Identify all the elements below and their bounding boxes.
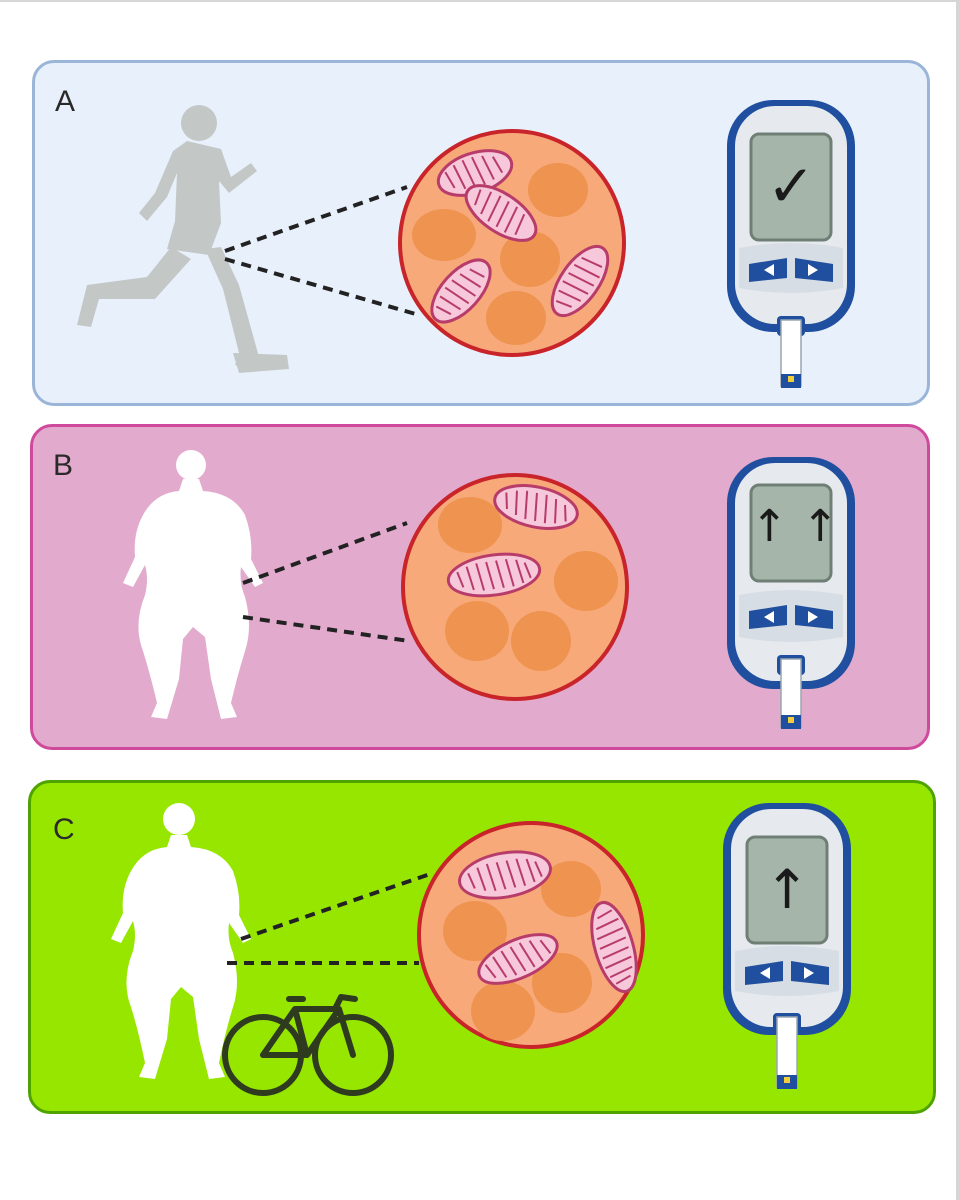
frame-right-line xyxy=(956,0,960,1200)
panel-b: B ↑ ↑ xyxy=(30,424,930,750)
muscle-cell-icon xyxy=(398,129,626,357)
panel-c: C xyxy=(28,780,936,1114)
obese-figure-icon xyxy=(111,803,251,1079)
glucometer-icon xyxy=(727,457,855,729)
meter-reading: ✓ xyxy=(766,152,816,220)
zoom-line-lower xyxy=(224,257,420,317)
muscle-cell-icon xyxy=(401,473,629,701)
panel-c-art xyxy=(111,803,851,1096)
panel-label: C xyxy=(53,813,75,846)
panel-label: A xyxy=(55,85,76,118)
panel-a-art xyxy=(77,100,855,388)
meter-reading: ↑ xyxy=(764,858,810,921)
panel-b-art xyxy=(123,450,855,729)
meter-reading: ↑ ↑ xyxy=(751,501,839,552)
zoom-line-upper xyxy=(224,185,408,253)
muscle-cell-icon xyxy=(417,821,645,1049)
zoom-line-upper xyxy=(240,871,434,941)
obese-figure-icon xyxy=(123,450,263,719)
panel-a: A xyxy=(32,60,930,406)
glucometer-icon xyxy=(723,803,851,1089)
mitochondrion-icon xyxy=(464,184,538,242)
zoom-line-upper xyxy=(242,521,408,585)
mitochondrion-icon xyxy=(550,244,610,318)
mitochondrion-icon xyxy=(436,149,514,197)
mitochondrion-icon xyxy=(493,484,579,530)
mitochondrion-icon xyxy=(446,552,542,598)
mitochondrion-icon xyxy=(590,900,638,994)
mitochondrion-icon xyxy=(458,850,552,900)
panel-label: B xyxy=(53,449,74,482)
frame-top-line xyxy=(0,0,960,2)
glucometer-icon xyxy=(727,100,855,388)
mitochondrion-icon xyxy=(430,258,492,324)
zoom-line-lower xyxy=(242,615,410,643)
mitochondrion-icon xyxy=(477,933,559,985)
runner-figure-icon xyxy=(77,105,289,373)
bicycle-icon xyxy=(222,994,394,1096)
